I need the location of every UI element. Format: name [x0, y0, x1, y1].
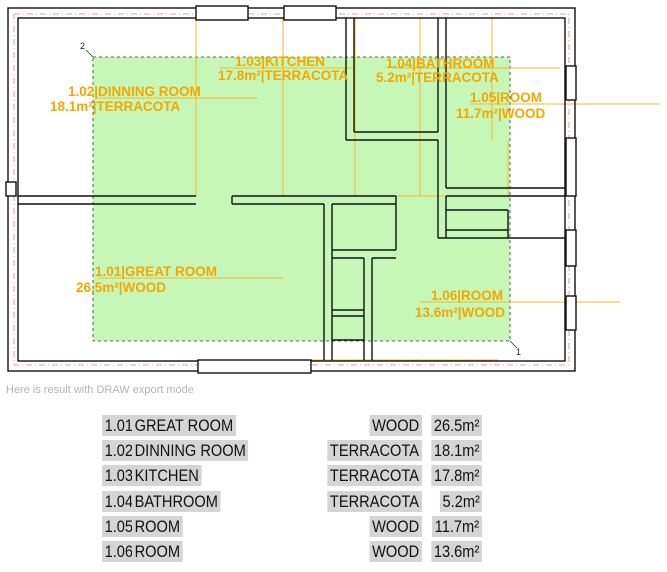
- schedule-number: 1.02: [102, 440, 136, 462]
- schedule-material: WOOD: [369, 515, 422, 537]
- schedule-name: DINNING ROOM: [132, 440, 249, 462]
- floor-plan: 2 1 1.02|DINNING ROOM 18.1m²|TERRACOTA 1…: [5, 5, 660, 374]
- room-label-dinning-room-area: 18.1m²|TERRACOTA: [50, 99, 181, 114]
- room-label-room-105-area: 11.7m²|WOOD: [456, 106, 546, 121]
- schedule-material: WOOD: [369, 415, 422, 436]
- room-label-kitchen-title: 1.03|KITCHEN: [235, 54, 325, 69]
- room-label-bathroom-area: 5.2m²|TERRACOTA: [376, 70, 499, 85]
- schedule-material: WOOD: [369, 540, 422, 562]
- room-label-room-105-title: 1.05|ROOM: [470, 90, 542, 105]
- room-label-kitchen-area: 17.8m²|TERRACOTA: [218, 68, 349, 83]
- schedule-name: KITCHEN: [132, 465, 202, 487]
- room-label-dinning-room-title: 1.02|DINNING ROOM: [68, 84, 201, 99]
- schedule-area: 26.5m²: [431, 415, 482, 436]
- selection-area: [92, 56, 511, 342]
- schedule-material: TERRACOTA: [327, 465, 422, 487]
- schedule-number: 1.04: [102, 490, 136, 512]
- schedule-number: 1.01: [102, 415, 136, 436]
- schedule-number: 1.03: [102, 465, 136, 487]
- room-label-room-106-title: 1.06|ROOM: [431, 288, 503, 303]
- schedule-material: TERRACOTA: [327, 440, 422, 462]
- corner-markers: [85, 49, 518, 349]
- schedule-area: 18.1m²: [431, 440, 482, 462]
- schedule-area: 5.2m²: [439, 490, 482, 512]
- schedule-name: GREAT ROOM: [132, 415, 236, 436]
- caption: Here is result with DRAW export mode: [6, 384, 194, 396]
- schedule-area: 17.8m²: [431, 465, 482, 487]
- room-label-great-room-area: 26.5m²|WOOD: [76, 280, 166, 295]
- room-label-room-106-area: 13.6m²|WOOD: [415, 305, 505, 320]
- corner-marker-2: 2: [80, 41, 85, 51]
- schedule-area: 11.7m²: [432, 515, 482, 537]
- corner-marker-1: 1: [516, 347, 521, 357]
- schedule-name: BATHROOM: [132, 490, 221, 512]
- schedule-number: 1.06: [102, 540, 136, 562]
- schedule-name: ROOM: [132, 515, 183, 537]
- schedule-area: 13.6m²: [431, 540, 482, 562]
- schedule-material: TERRACOTA: [327, 490, 422, 512]
- schedule-number: 1.05: [102, 515, 136, 537]
- room-label-great-room-title: 1.01|GREAT ROOM: [95, 264, 217, 279]
- room-label-bathroom-title: 1.04|BATHROOM: [386, 56, 495, 71]
- walls: [5, 5, 577, 374]
- schedule-name: ROOM: [132, 540, 183, 562]
